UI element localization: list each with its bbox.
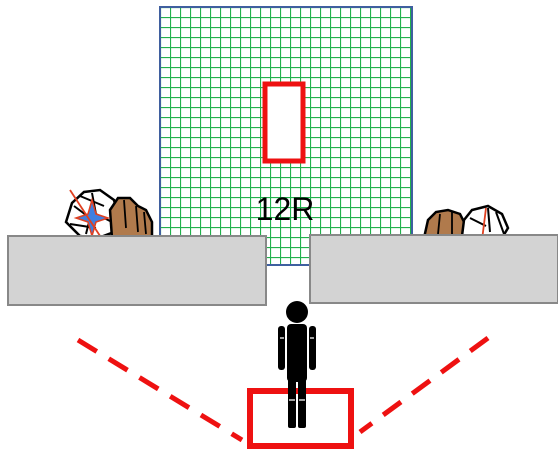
hand-icon <box>422 208 468 240</box>
left-barrier <box>7 235 267 306</box>
screen-label: 12R <box>256 191 315 227</box>
left-sightline <box>76 337 244 443</box>
screen: 12R <box>159 6 413 266</box>
right-objects <box>422 204 510 241</box>
left-objects <box>64 188 154 243</box>
right-barrier <box>309 234 558 304</box>
right-sightline <box>358 335 490 435</box>
standing-person-icon <box>278 301 316 428</box>
target-marker <box>262 81 306 164</box>
hand-icon <box>108 196 154 240</box>
